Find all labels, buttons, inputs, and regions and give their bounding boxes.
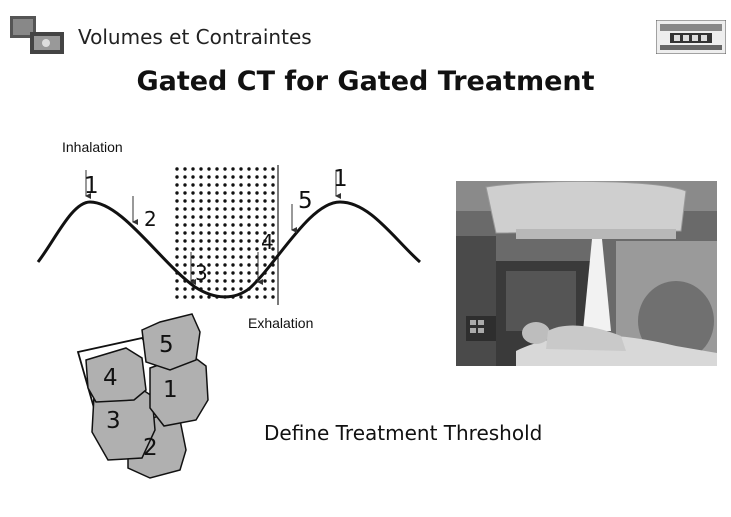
tumor-label: 3 <box>106 408 121 434</box>
logo-right-icon <box>656 20 726 54</box>
linac-photo-icon <box>456 181 717 366</box>
tumor-label: 2 <box>143 435 158 461</box>
tumor-position-4 <box>85 347 147 403</box>
phase-number: 2 <box>144 207 157 231</box>
breathing-curve <box>36 200 421 299</box>
exhalation-label: Exhalation <box>248 315 313 331</box>
header-title: Volumes et Contraintes <box>78 25 312 49</box>
tumor-position-5 <box>141 313 201 371</box>
caption-text: Define Treatment Threshold <box>264 421 543 445</box>
phase-number: 1 <box>333 166 348 192</box>
slide-title: Gated CT for Gated Treatment <box>136 66 595 97</box>
inhalation-label: Inhalation <box>62 139 123 155</box>
phase-number: 4 <box>261 230 274 254</box>
logo-left-icon <box>10 16 64 54</box>
tumor-label: 1 <box>163 377 178 403</box>
phase-number: 3 <box>195 261 208 285</box>
phase-number: 5 <box>298 188 313 214</box>
tumor-label: 4 <box>103 365 118 391</box>
phase-number: 1 <box>84 173 99 199</box>
tumor-label: 5 <box>159 332 174 358</box>
